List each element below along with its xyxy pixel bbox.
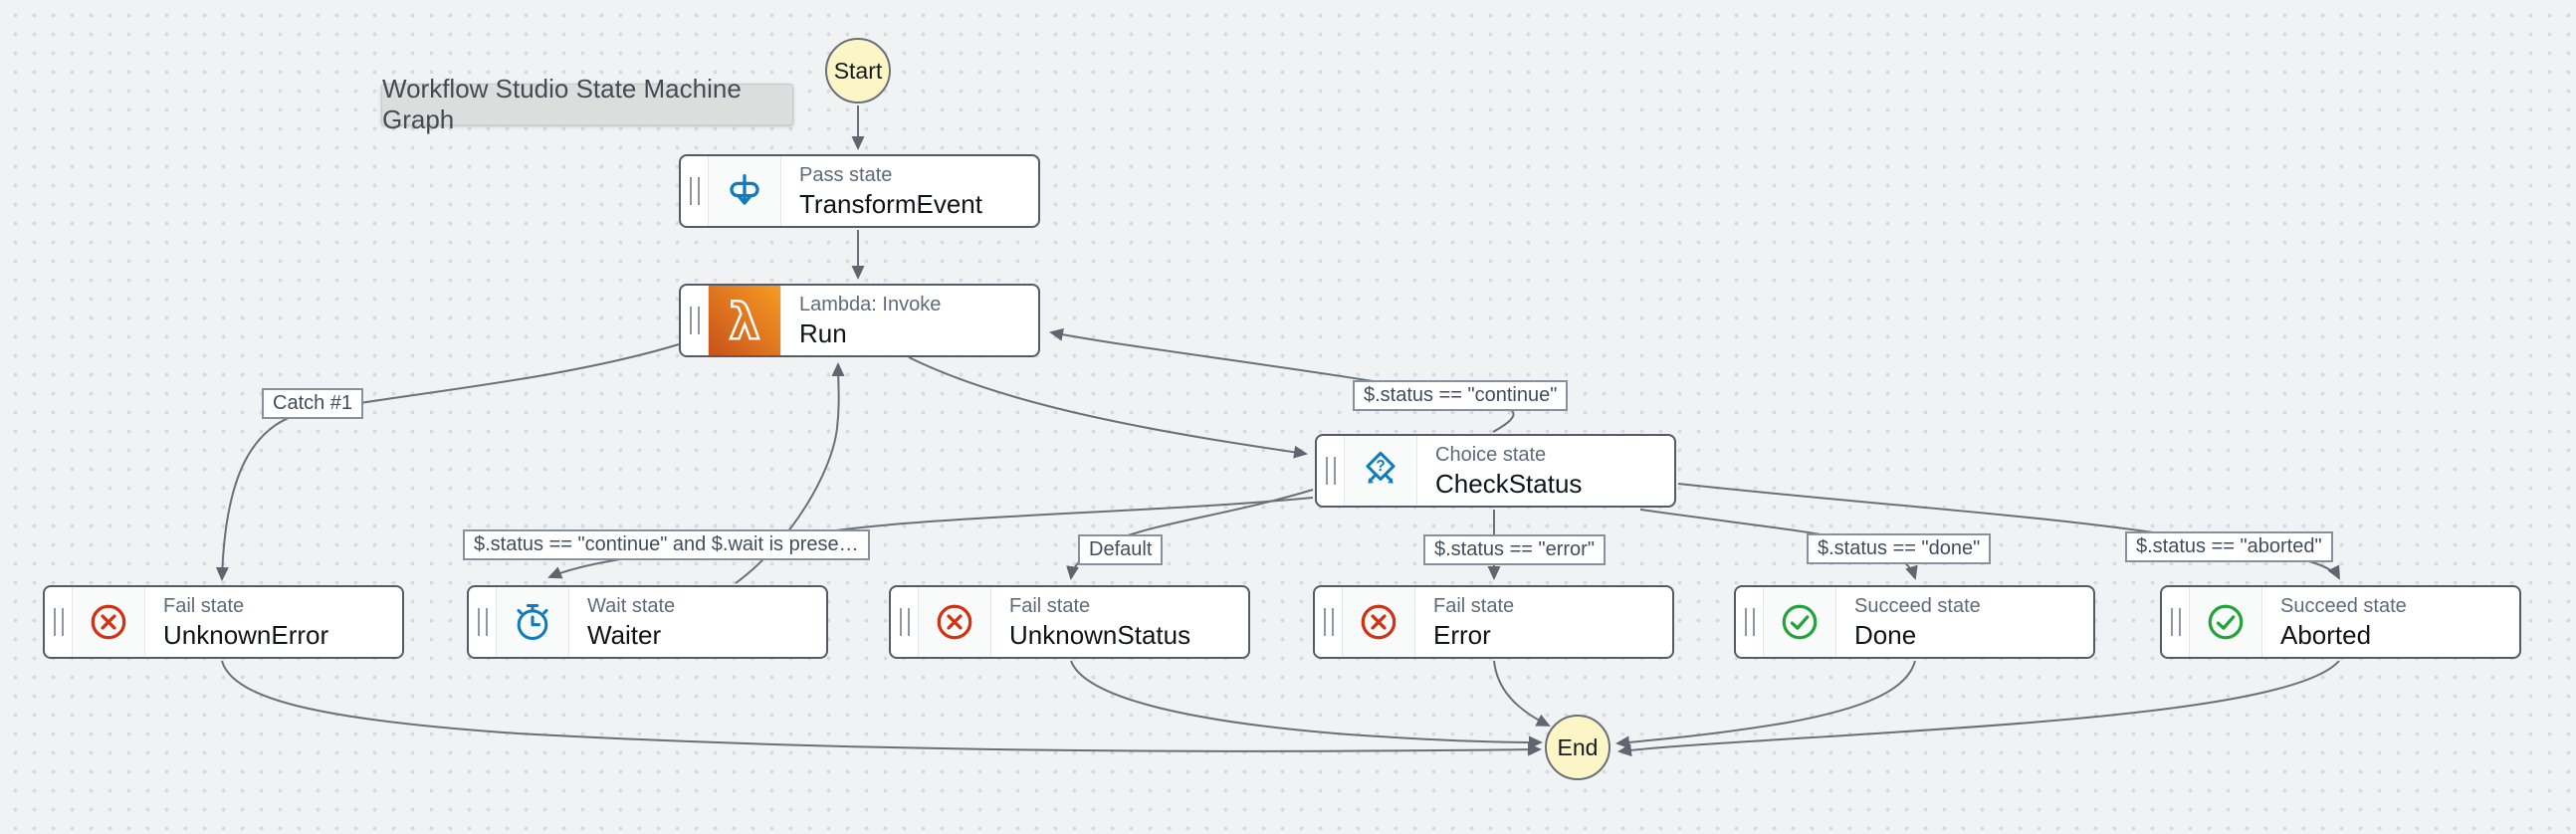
choice-icon: ?: [1366, 451, 1395, 484]
state-type-label: Pass state: [799, 164, 893, 186]
edge-aborted-to-end: [1617, 660, 2340, 757]
drag-handle[interactable]: [469, 587, 497, 657]
edge-label-continue-and-wait: $.status == "continue" and $.wait is pre…: [463, 529, 870, 560]
graph-title-text: Workflow Studio State Machine Graph: [382, 74, 742, 134]
state-type-label: Wait state: [587, 595, 676, 617]
grip-icon: [1323, 608, 1334, 636]
graph-title-tooltip: Workflow Studio State Machine Graph: [381, 74, 793, 134]
state-type-label: Succeed state: [2280, 595, 2407, 617]
start-node: Start: [825, 38, 891, 104]
succeed-icon: [1782, 604, 1818, 640]
drag-handle[interactable]: [681, 286, 709, 355]
state-node-error[interactable]: Fail state Error: [1313, 585, 1674, 659]
state-node-checkstatus[interactable]: ? Choice state CheckStatus: [1315, 434, 1676, 508]
grip-icon: [899, 608, 910, 636]
state-name: Error: [1433, 620, 1491, 650]
drag-handle[interactable]: [2162, 587, 2190, 657]
drag-handle[interactable]: [891, 587, 919, 657]
state-node-unknownstatus[interactable]: Fail state UnknownStatus: [889, 585, 1250, 659]
edge-error-to-end: [1493, 660, 1551, 727]
state-node-transformevent[interactable]: Pass state TransformEvent: [679, 154, 1040, 228]
state-name: Aborted: [2280, 620, 2372, 650]
lambda-icon: λ: [728, 292, 761, 351]
state-type-label: Fail state: [1009, 595, 1091, 617]
edge-run-to-checkstatus: [908, 356, 1308, 459]
drag-handle[interactable]: [45, 587, 73, 657]
state-type-label: Fail state: [1433, 595, 1515, 617]
drag-handle[interactable]: [681, 156, 709, 226]
edge-done-to-end: [1615, 660, 1916, 749]
end-label: End: [1557, 733, 1599, 760]
grip-icon: [53, 608, 64, 636]
edge-label-catch-1: Catch #1: [262, 388, 364, 419]
state-name: Done: [1854, 620, 1917, 650]
state-node-waiter[interactable]: Wait state Waiter: [467, 585, 828, 659]
wait-icon: [517, 603, 548, 641]
grip-icon: [1325, 457, 1336, 485]
state-name: UnknownError: [163, 620, 329, 650]
edge-label-status-aborted: $.status == "aborted": [2125, 531, 2333, 562]
grip-icon: [689, 177, 700, 205]
state-type-label: Lambda: Invoke: [799, 294, 942, 315]
drag-handle[interactable]: [1736, 587, 1764, 657]
grip-icon: [477, 608, 488, 636]
state-node-done[interactable]: Succeed state Done: [1734, 585, 2095, 659]
state-node-unknownerror[interactable]: Fail state UnknownError: [43, 585, 404, 659]
start-label: Start: [833, 57, 883, 84]
edge-label-status-continue: $.status == "continue": [1353, 380, 1569, 411]
edge-unknownstatus-to-end: [1070, 660, 1543, 749]
edge-unknownerror-to-end: [221, 660, 1542, 756]
fail-icon: [91, 604, 126, 640]
fail-icon: [937, 604, 972, 640]
grip-icon: [689, 307, 700, 334]
drag-handle[interactable]: [1317, 436, 1345, 506]
fail-icon: [1361, 604, 1396, 640]
edge-label-status-done: $.status == "done": [1807, 533, 1992, 564]
pass-icon: [730, 174, 759, 205]
state-node-run[interactable]: λ Lambda: Invoke Run: [679, 284, 1040, 357]
edge-label-default: Default: [1078, 534, 1164, 565]
state-type-label: Choice state: [1435, 444, 1547, 466]
edge-label-status-error: $.status == "error": [1423, 534, 1606, 565]
grip-icon: [2170, 608, 2181, 636]
state-name: TransformEvent: [799, 189, 982, 219]
state-name: CheckStatus: [1435, 469, 1583, 499]
svg-text:?: ?: [1376, 458, 1385, 475]
state-type-label: Fail state: [163, 595, 245, 617]
state-name: Run: [799, 318, 847, 348]
end-node: End: [1545, 715, 1610, 780]
state-type-label: Succeed state: [1854, 595, 1981, 617]
state-node-aborted[interactable]: Succeed state Aborted: [2160, 585, 2521, 659]
state-name: UnknownStatus: [1009, 620, 1191, 650]
succeed-icon: [2208, 604, 2244, 640]
grip-icon: [1744, 608, 1755, 636]
drag-handle[interactable]: [1315, 587, 1343, 657]
svg-text:λ: λ: [729, 293, 759, 350]
state-name: Waiter: [587, 620, 662, 650]
